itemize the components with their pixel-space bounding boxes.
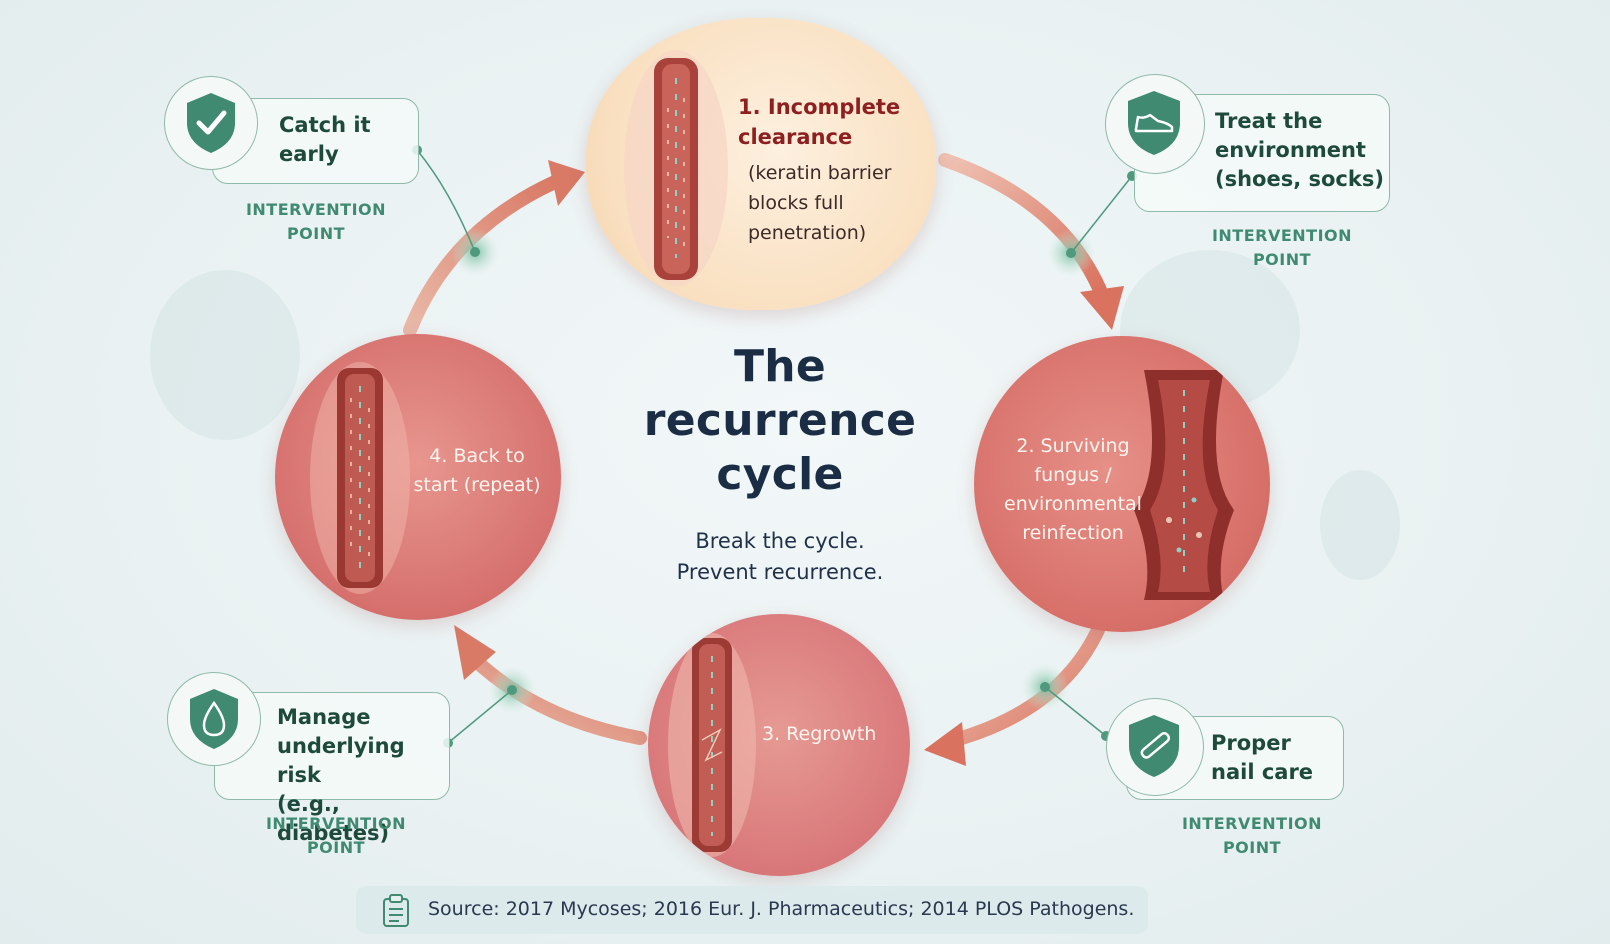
arrow-stage3-to-stage4 [468, 653, 647, 745]
stage-4-back-to-start: 4. Back to start (repeat) [275, 334, 561, 620]
nail-cross-section-illustration [1134, 370, 1234, 600]
arrowhead [454, 625, 496, 680]
nail-cross-section-illustration [668, 633, 756, 857]
connector-line [447, 689, 513, 744]
source-text: Source: 2017 Mycoses; 2016 Eur. J. Pharm… [428, 898, 1135, 920]
diagram-subtitle: Break the cycle. Prevent recurrence. [676, 529, 884, 584]
nail-cross-section-illustration [624, 50, 728, 286]
diagram-title: The recurrence cycle [643, 341, 917, 500]
intervention-point-label: INTERVENTION POINT [1211, 226, 1353, 269]
background-blob [1320, 470, 1400, 580]
intervention-badge [1105, 74, 1205, 174]
shield-shoe-icon [1128, 91, 1180, 155]
background-blob [150, 270, 300, 440]
connector-line [1070, 175, 1133, 254]
intervention-card-manage-risk: Manage underlying risk (e.g., diabetes) [214, 692, 450, 845]
intervention-label: Catch it early [279, 113, 371, 166]
source-citation: Source: 2017 Mycoses; 2016 Eur. J. Pharm… [356, 886, 1148, 934]
arrowhead [924, 722, 966, 766]
connector-line [416, 149, 476, 253]
intervention-badge [167, 672, 261, 766]
intervention-point-label: INTERVENTION POINT [265, 814, 407, 857]
intervention-point-label: INTERVENTION POINT [1181, 814, 1323, 857]
intervention-label: Proper nail care [1211, 731, 1314, 784]
stage-1-title: 1. Incomplete clearance [738, 95, 901, 149]
nail-cross-section-illustration [310, 362, 410, 594]
intervention-label: Manage underlying risk (e.g., diabetes) [277, 705, 405, 845]
intervention-point-label: INTERVENTION POINT [245, 200, 387, 243]
intervention-badge [1106, 698, 1204, 796]
shield-droplet-icon [190, 689, 238, 749]
shield-nail-file-icon [1129, 715, 1179, 777]
arrowhead [548, 160, 585, 206]
stage-4-label: 4. Back to start (repeat) [413, 445, 541, 496]
shield-check-icon [187, 93, 235, 153]
stage-2-surviving-fungus: 2. Surviving fungus / environmental rein… [974, 336, 1270, 632]
stage-3-regrowth: 3. Regrowth [648, 614, 910, 876]
arrowhead [1080, 286, 1124, 330]
clipboard-icon [383, 894, 409, 927]
intervention-badge [164, 76, 258, 170]
stage-3-label: 3. Regrowth [762, 723, 877, 745]
connector-line [1044, 686, 1107, 737]
intervention-label: Treat the environment (shoes, socks) [1215, 109, 1384, 191]
stage-1-description: (keratin barrier blocks full penetration… [748, 162, 892, 244]
stage-1-incomplete-clearance: 1. Incomplete clearance (keratin barrier… [586, 18, 936, 310]
stage-2-label: 2. Surviving fungus / environmental rein… [1004, 435, 1142, 544]
